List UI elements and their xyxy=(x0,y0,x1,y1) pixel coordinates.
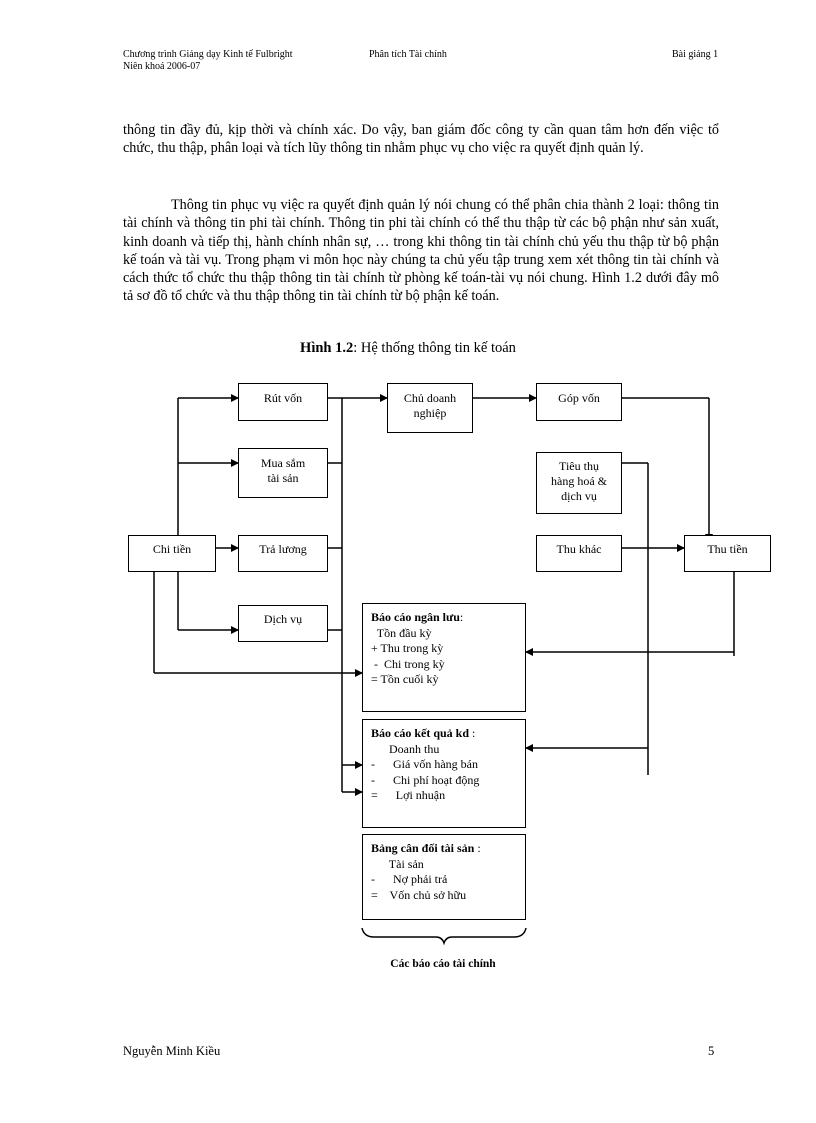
box-rut-von: Rút vốn xyxy=(238,383,328,421)
box-thu-tien-label: Thu tiền xyxy=(707,542,748,556)
caption-label: Hình 1.2 xyxy=(300,340,354,356)
footer-author: Nguyễn Minh Kiều xyxy=(123,1044,221,1058)
report-balance-title-suffix: : xyxy=(474,841,481,855)
box-tieu-thu-line2: hàng hoá & xyxy=(551,474,607,488)
box-tieu-thu-line3: dịch vụ xyxy=(561,489,597,503)
box-thu-khac: Thu khác xyxy=(536,535,622,572)
report-balance-title-bold: Bảng cân đối tài sản xyxy=(371,841,475,855)
box-chu-dn-line1: Chủ doanh xyxy=(403,391,457,405)
header-program: Chương trình Giảng dạy Kinh tế Fulbright xyxy=(123,49,293,60)
report-income-line: = Lợi nhuận xyxy=(371,788,446,802)
box-chi-tien: Chi tiền xyxy=(128,535,216,572)
report-balance-line: - Nợ phải trả xyxy=(371,872,448,886)
box-rut-von-label: Rút vốn xyxy=(263,391,303,405)
report-cashflow-line: + Thu trong kỳ xyxy=(371,641,444,655)
box-mua-sam-line1: Mua sắm xyxy=(260,456,306,470)
report-income-title: Báo cáo kết quả kd : xyxy=(371,726,517,742)
report-income-title-bold: Báo cáo kết quả kd xyxy=(371,726,470,740)
financial-reports-label: Các báo cáo tài chính xyxy=(390,958,496,970)
paragraph-1: thông tin đầy đủ, kịp thời và chính xác.… xyxy=(123,122,719,157)
box-gop-von-label: Góp vốn xyxy=(558,391,600,405)
report-income: Báo cáo kết quả kd : Doanh thu - Giá vốn… xyxy=(362,719,526,828)
report-income-line: - Giá vốn hàng bán xyxy=(371,757,478,771)
report-cashflow-title-suffix: : xyxy=(459,610,464,624)
caption-text: : Hệ thống thông tin kế toán xyxy=(353,340,516,356)
box-chi-tien-label: Chi tiền xyxy=(152,542,192,556)
box-thu-tien: Thu tiền xyxy=(684,535,771,572)
box-tra-luong-label: Trả lương xyxy=(259,542,307,556)
report-balance-line: Tài sản xyxy=(371,856,424,871)
report-income-line: - Chi phí hoạt động xyxy=(371,772,480,787)
box-gop-von: Góp vốn xyxy=(536,383,622,421)
report-cashflow-line: - Chi trong kỳ xyxy=(371,656,445,671)
header-year: Niên khoá 2006-07 xyxy=(123,61,201,72)
box-tra-luong: Trả lương xyxy=(238,535,328,572)
box-thu-khac-label: Thu khác xyxy=(556,542,602,556)
report-cashflow-title: Báo cáo ngân lưu: xyxy=(371,610,517,626)
report-cashflow-line: Tồn đầu kỳ xyxy=(371,625,432,640)
report-income-line: Doanh thu xyxy=(371,741,440,756)
header-lecture: Bài giảng 1 xyxy=(672,49,719,60)
report-balance-title: Bảng cân đối tài sản : xyxy=(371,841,517,857)
header-subject: Phân tích Tài chính xyxy=(369,49,447,60)
report-cashflow-title-bold: Báo cáo ngân lưu xyxy=(371,610,460,624)
footer-page-number: 5 xyxy=(708,1044,715,1058)
box-dich-vu: Dịch vụ xyxy=(238,605,328,642)
report-cashflow-line: = Tồn cuối kỳ xyxy=(371,672,439,686)
report-balance-sheet: Bảng cân đối tài sản : Tài sản - Nợ phải… xyxy=(362,834,526,920)
report-cashflow: Báo cáo ngân lưu: Tồn đầu kỳ + Thu trong… xyxy=(362,603,526,712)
box-dich-vu-label: Dịch vụ xyxy=(263,612,303,626)
figure-caption: Hình 1.2: Hệ thống thông tin kế toán xyxy=(0,340,816,357)
box-chu-dn-line2: nghiệp xyxy=(413,406,447,420)
report-balance-line: = Vốn chủ sở hữu xyxy=(371,887,467,902)
paragraph-2: Thông tin phục vụ việc ra quyết định quả… xyxy=(123,197,719,305)
box-mua-sam-line2: tài sản xyxy=(267,471,299,485)
box-tieu-thu-line1: Tiêu thụ xyxy=(559,459,599,473)
report-income-title-suffix: : xyxy=(469,726,476,740)
